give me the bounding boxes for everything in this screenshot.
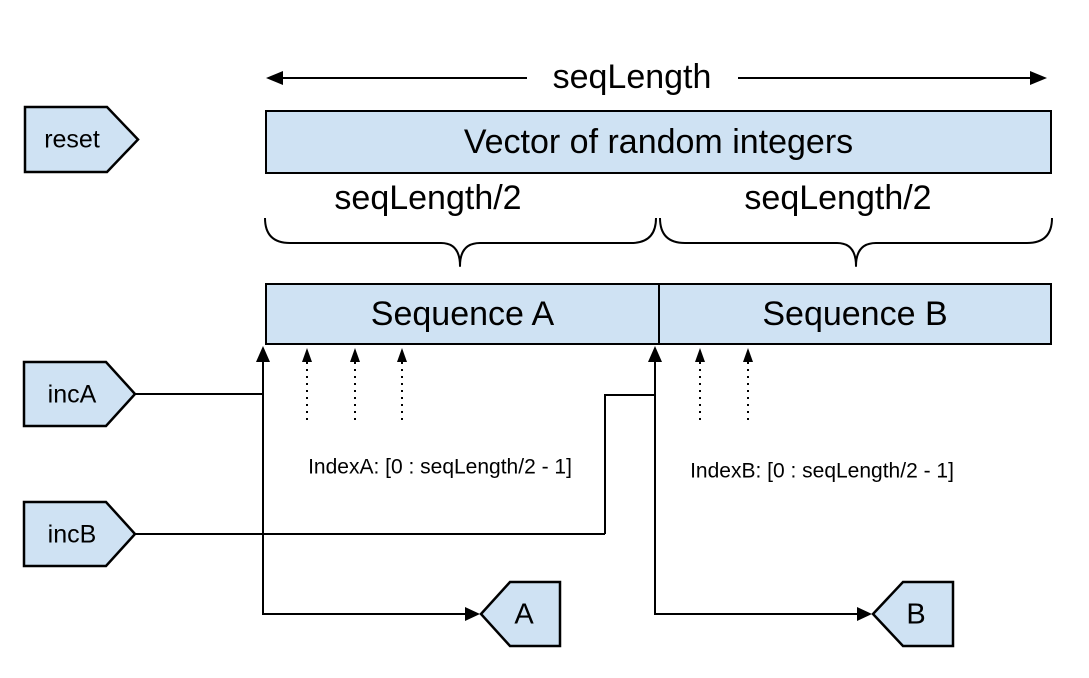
output-a-arrowhead-icon [465,607,480,621]
dotted-arrowhead-icon [695,348,705,362]
sequence-b-box: Sequence B [658,283,1052,345]
index-b-up-arrowhead-icon [648,346,662,362]
index-a-wire [262,358,466,615]
brace-left [264,217,657,267]
vector-box-label: Vector of random integers [463,122,854,161]
seq-length-half-left-label: seqLength/2 [334,179,522,217]
incb-tag-label: incB [47,520,97,549]
dotted-arrowhead-icon [397,348,407,362]
seq-length-half-right-label: seqLength/2 [744,179,932,217]
seq-length-label: seqLength [552,58,712,96]
sequence-a-box: Sequence A [265,283,658,345]
vector-box: Vector of random integers [265,110,1052,174]
seq-length-arrowhead-left-icon [266,71,283,85]
output-b-tag-label: B [906,598,926,631]
output-a-tag-label: A [514,598,534,631]
output-b-arrowhead-icon [857,607,872,621]
sequence-b-label: Sequence B [762,294,948,333]
output-a-tag-shape [479,580,562,648]
index-b-range-label: IndexB: [0 : seqLength/2 - 1] [690,459,954,483]
sequence-a-label: Sequence A [370,294,555,333]
seq-length-arrowhead-right-icon [1030,71,1047,85]
index-a-up-arrowhead-icon [256,346,270,362]
index-a-range-label: IndexA: [0 : seqLength/2 - 1] [308,455,572,479]
output-b-tag-shape [871,580,955,648]
dotted-arrowhead-icon [743,348,753,362]
dotted-arrowhead-icon [302,348,312,362]
index-b-dotted-arrows [695,348,753,424]
brace-right [659,217,1053,267]
index-a-dotted-arrows [302,348,407,424]
inca-tag-shape [22,360,137,428]
inca-tag-label: incA [47,380,97,409]
incb-tag-shape [22,500,137,568]
incb-wire [135,394,655,535]
reset-tag-label: reset [44,125,100,154]
index-b-wire [654,358,858,615]
reset-tag-shape [23,105,140,174]
dotted-arrowhead-icon [350,348,360,362]
